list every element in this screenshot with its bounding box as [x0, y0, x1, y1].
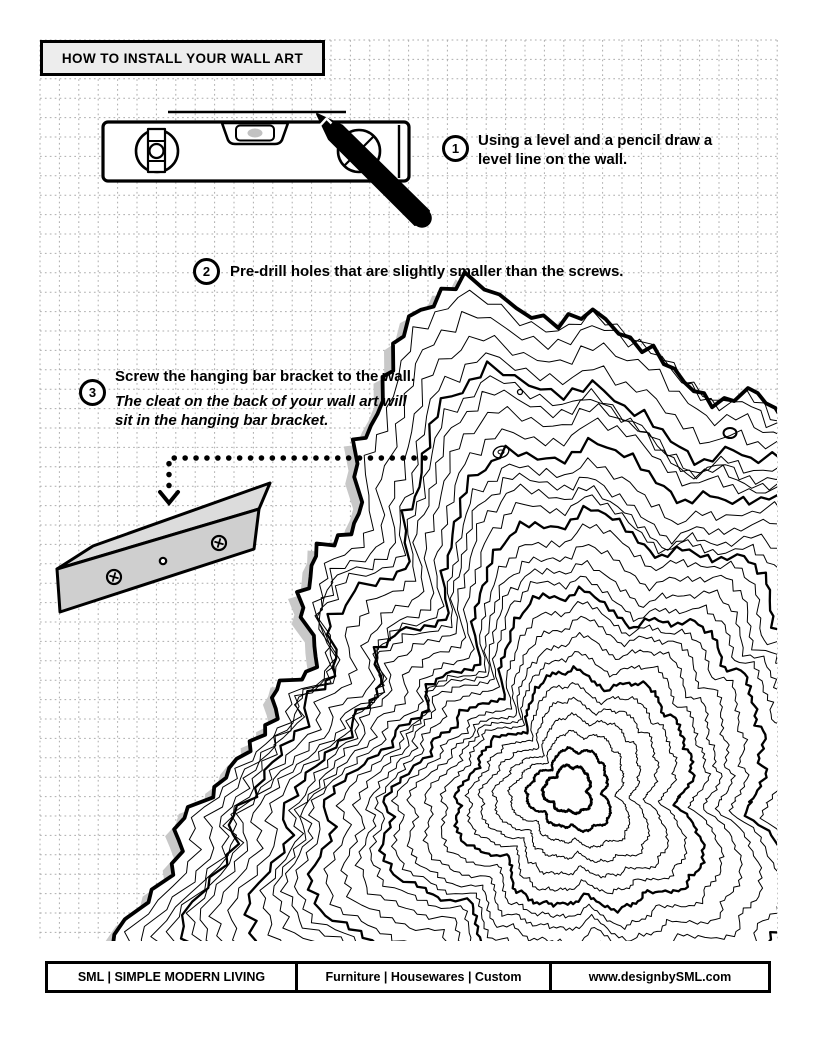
- leader-dotted-arrow: [158, 455, 428, 507]
- topo-map-illustration: [105, 270, 777, 941]
- step-3-note-line-1: The cleat on the back of your wall art w…: [115, 393, 407, 410]
- step-number-badge-3: 3: [79, 379, 106, 406]
- page-title: HOW TO INSTALL YOUR WALL ART: [61, 50, 304, 66]
- pencil-illustration: [316, 113, 432, 228]
- level-bubble: [247, 128, 263, 138]
- step-number-1: 1: [451, 141, 460, 156]
- footer-brand: SML | SIMPLE MODERN LIVING: [48, 964, 298, 990]
- step-1-line-1: Using a level and a pencil draw a: [478, 132, 713, 149]
- step-3-note-line-2: sit in the hanging bar bracket.: [115, 412, 329, 429]
- footer-bar: SML | SIMPLE MODERN LIVING Furniture | H…: [45, 961, 771, 993]
- bracket-hole: [158, 556, 168, 566]
- step-3-note: The cleat on the back of your wall art w…: [115, 392, 407, 430]
- step-2-line-1: Pre-drill holes that are slightly smalle…: [230, 263, 624, 280]
- step-number-badge-1: 1: [442, 135, 469, 162]
- footer-website: www.designbySML.com: [588, 970, 732, 984]
- step-number-badge-2: 2: [193, 258, 220, 285]
- step-number-2: 2: [202, 264, 211, 279]
- step-1-line-2: level line on the wall.: [478, 151, 628, 168]
- step-number-3: 3: [88, 385, 97, 400]
- arrow-down-icon: [158, 490, 180, 507]
- step-1-text: Using a level and a pencil draw a level …: [478, 131, 712, 169]
- step-2-text: Pre-drill holes that are slightly smalle…: [230, 262, 623, 281]
- step-3-line-1: Screw the hanging bar bracket to the wal…: [115, 368, 416, 385]
- footer-categories: Furniture | Housewares | Custom: [298, 964, 552, 990]
- title-box: HOW TO INSTALL YOUR WALL ART: [40, 40, 325, 76]
- bracket-illustration: [55, 481, 272, 614]
- step-3-text: Screw the hanging bar bracket to the wal…: [115, 367, 415, 386]
